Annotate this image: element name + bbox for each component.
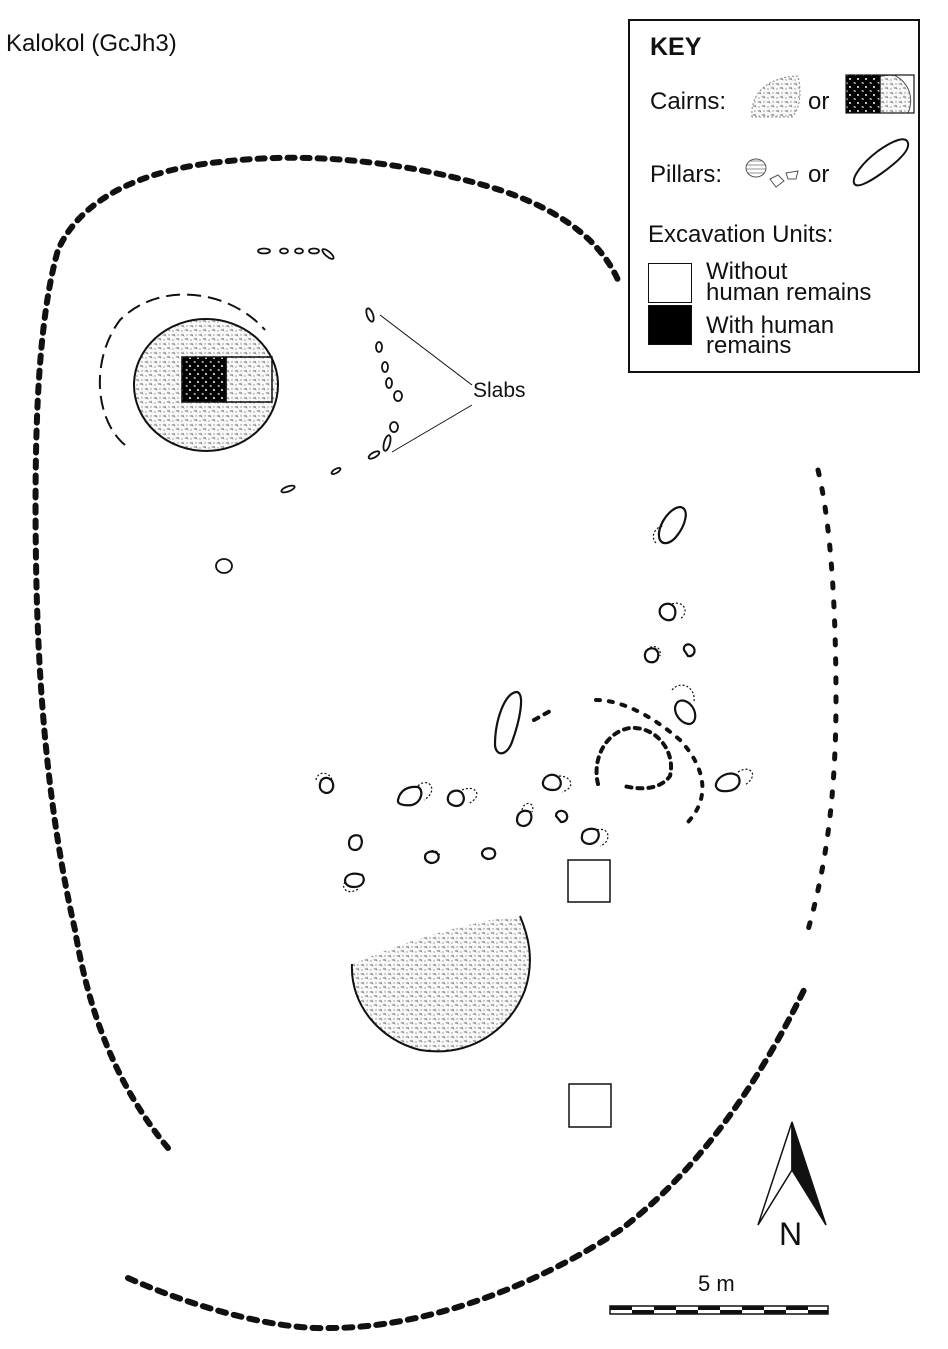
slabs-leader-lower	[391, 404, 473, 453]
key-or-1: or	[808, 88, 830, 115]
stone-arcs	[532, 698, 705, 828]
key-without-line2: human remains	[706, 279, 872, 306]
key-unit-with-swatch	[648, 305, 692, 345]
map-key: KEY Cairns: or Pillars: or Excavation Un…	[628, 19, 920, 373]
enclosure-boundary-east	[805, 467, 839, 933]
cairn-south	[351, 916, 530, 1052]
map-title: Kalokol (GcJh3)	[6, 30, 177, 57]
key-cairns-label: Cairns:	[650, 88, 727, 115]
key-with-line1: With human	[706, 312, 835, 339]
cairn-south-edge	[350, 915, 531, 1053]
slabs-group	[215, 247, 403, 574]
pillar-icon	[745, 158, 799, 188]
key-unit-without-swatch	[648, 263, 692, 303]
key-or-2: or	[808, 161, 830, 188]
north-label: N	[779, 1216, 803, 1252]
enclosure-boundary-north	[32, 154, 621, 1151]
key-excavation-label: Excavation Units:	[648, 221, 834, 248]
pillar-fallen-outlines	[315, 525, 754, 893]
slabs-label: Slabs	[473, 379, 526, 402]
excavation-unit-with-human-remains-nw	[181, 356, 227, 403]
key-without-line1: Without	[706, 258, 788, 285]
scale-label: 5 m	[698, 1271, 735, 1296]
cairn-outer-dashed-ring	[98, 293, 266, 446]
excavation-unit-without-human-remains-1	[567, 859, 611, 903]
pillars-group	[318, 505, 741, 889]
north-arrow-icon	[757, 1121, 827, 1226]
cairn-excavated-icon	[845, 74, 915, 114]
key-with-line2: remains	[706, 332, 792, 359]
enclosure-boundary-south	[125, 987, 807, 1332]
key-pillars-label: Pillars:	[650, 161, 723, 188]
key-heading: KEY	[650, 33, 702, 61]
scale-bar-icon	[609, 1305, 829, 1315]
cairn-icon	[751, 75, 801, 118]
excavation-unit-without-human-remains-2	[568, 1083, 612, 1128]
excavation-unit-without-human-remains-nw	[225, 356, 273, 403]
pillar-standing-icon	[852, 138, 910, 187]
slabs-leader-upper	[379, 314, 473, 386]
